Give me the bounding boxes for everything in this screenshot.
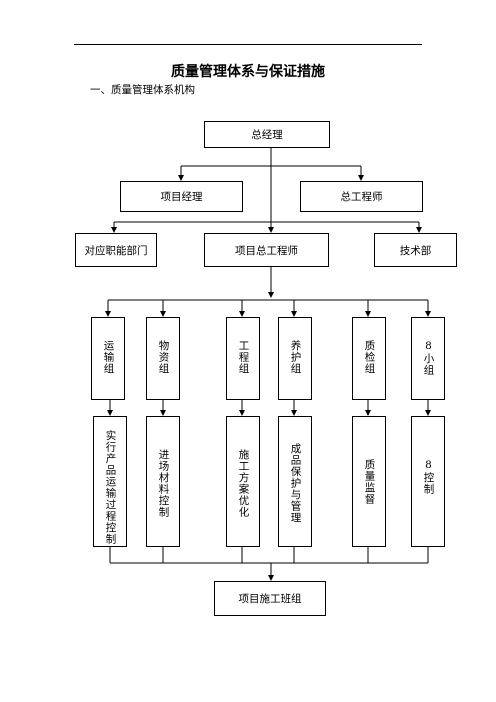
node-label: 项目施工班组 [238, 593, 302, 605]
node-label: 对应职能部门 [84, 244, 148, 257]
node-project-manager: 项目经理 [120, 181, 243, 212]
node-transport-process-control: 实行产品运输过程控制 [93, 416, 127, 547]
node-construction-team: 项目施工班组 [214, 581, 326, 616]
node-label: 进场材料控制 [157, 449, 170, 518]
node-label: 成品保护与管理 [289, 443, 302, 524]
node-general-manager: 总经理 [204, 121, 330, 148]
node-construction-plan-optimization: 施工方案优化 [226, 416, 260, 547]
node-functional-departments: 对应职能部门 [75, 233, 157, 267]
node-8-group: 8小组 [411, 317, 445, 400]
node-label: 项目总工程师 [235, 244, 298, 257]
node-label: 物资组 [157, 340, 170, 375]
node-label: 总经理 [251, 129, 283, 141]
node-label: 质量监督 [363, 459, 376, 505]
node-label: 实行产品运输过程控制 [104, 430, 117, 545]
node-quality-inspection-group: 质检组 [352, 317, 386, 400]
node-label: 项目经理 [160, 191, 203, 203]
node-label: 运输组 [102, 340, 115, 375]
node-label: 工程组 [237, 340, 250, 375]
node-materials-group: 物资组 [146, 317, 180, 400]
node-label: 8小组 [422, 340, 435, 376]
node-quality-supervision: 质量监督 [352, 416, 386, 547]
node-chief-engineer: 总工程师 [300, 181, 423, 212]
node-label: 8控制 [422, 459, 435, 495]
node-8-control: 8控制 [411, 416, 445, 547]
node-label: 总工程师 [340, 191, 383, 203]
header-rule [74, 44, 422, 45]
node-incoming-materials-control: 进场材料控制 [146, 416, 180, 547]
node-technical-department: 技术部 [374, 233, 457, 267]
node-finished-product-protection: 成品保护与管理 [278, 416, 312, 547]
section-heading: 一、质量管理体系机构 [90, 84, 195, 96]
node-maintenance-group: 养护组 [278, 317, 312, 400]
node-label: 养护组 [289, 340, 302, 375]
node-engineering-group: 工程组 [226, 317, 260, 400]
page-title: 质量管理体系与保证措施 [171, 64, 325, 80]
node-transport-group: 运输组 [91, 317, 125, 400]
node-label: 施工方案优化 [237, 449, 250, 518]
node-label: 质检组 [363, 340, 376, 375]
node-project-chief-engineer: 项目总工程师 [204, 233, 329, 267]
node-label: 技术部 [399, 244, 432, 257]
